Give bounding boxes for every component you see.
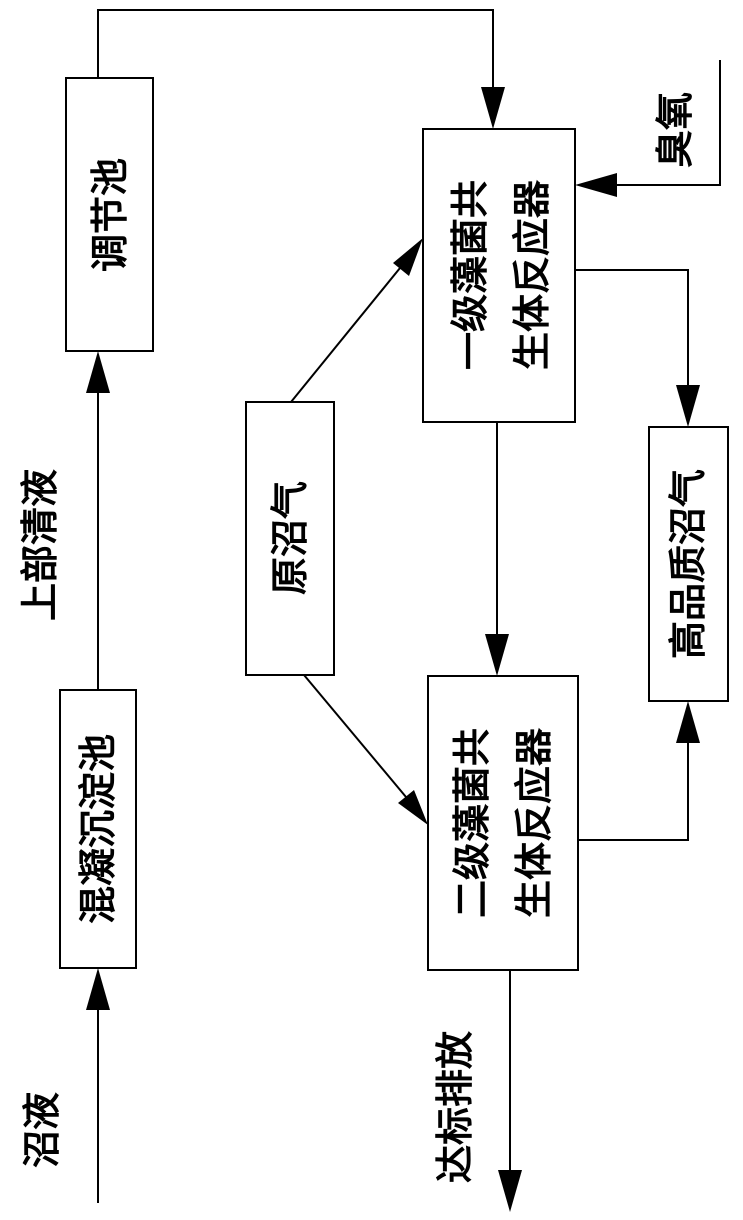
- ozone-label: 臭氧: [653, 92, 697, 168]
- supernatant-label: 上部清液: [18, 469, 62, 621]
- biogas-slurry-label: 沼液: [20, 1092, 64, 1168]
- arrowhead-diagonal: [398, 790, 428, 825]
- arrowhead-up: [676, 701, 700, 743]
- arrowhead-down: [481, 87, 505, 129]
- arrowhead-down: [485, 634, 509, 676]
- reactor1-label-line1: 一级藻菌共: [448, 180, 492, 370]
- arrowhead-up: [86, 351, 110, 393]
- coagulation-tank-label: 混凝沉淀池: [76, 734, 120, 924]
- raw-biogas-label: 原沼气: [268, 481, 312, 595]
- flow-regulating-to-reactor1: [98, 10, 493, 87]
- discharge-label: 达标排放: [433, 1031, 477, 1183]
- reactor2-label-line2: 生体反应器: [512, 727, 556, 918]
- arrowhead-down: [676, 385, 700, 427]
- flow-reactor2-to-high-quality: [578, 743, 688, 840]
- high-quality-biogas-label: 高品质沼气: [666, 469, 710, 659]
- regulating-tank-label: 调节池: [88, 158, 132, 272]
- flow-raw-biogas-to-reactor2: [304, 675, 406, 797]
- arrowhead-left: [575, 173, 617, 197]
- flow-raw-biogas-to-reactor1: [291, 268, 400, 402]
- flow-reactor1-to-high-quality: [575, 270, 688, 385]
- reactor1-label-line2: 生体反应器: [510, 179, 554, 370]
- arrowhead-down: [498, 1170, 522, 1212]
- reactor2-label-line1: 二级藻菌共: [450, 728, 494, 918]
- arrowhead-up: [86, 968, 110, 1010]
